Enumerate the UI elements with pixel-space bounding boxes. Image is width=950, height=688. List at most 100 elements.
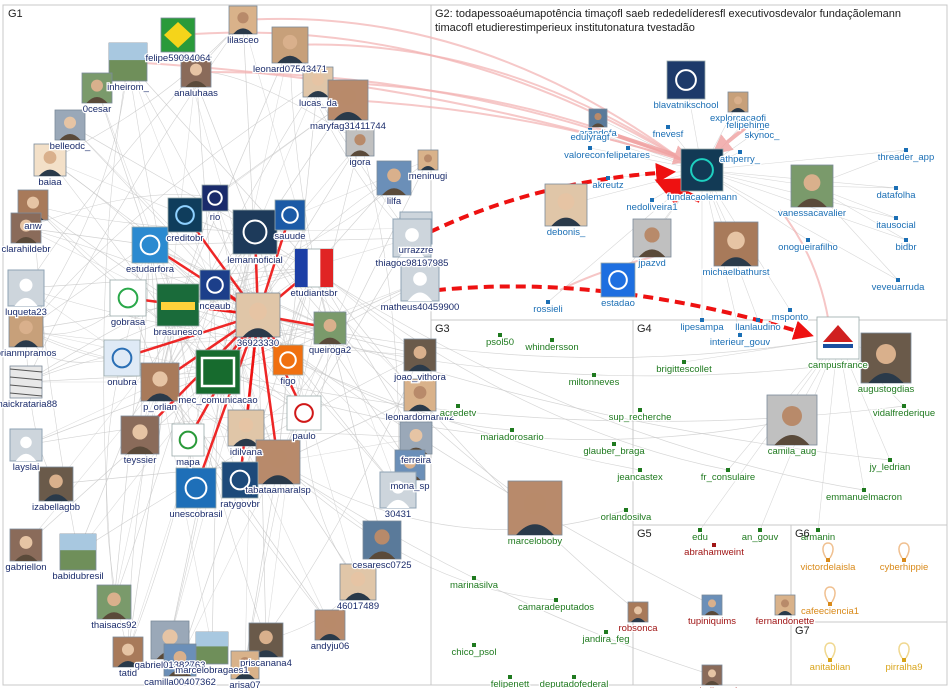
node-leonard07543471[interactable] — [271, 26, 309, 64]
node-lipesampa[interactable] — [700, 318, 704, 322]
node-sup-recherche[interactable] — [638, 408, 642, 412]
node-thiagoc98197985[interactable] — [392, 218, 432, 258]
node-akreutz[interactable] — [606, 176, 610, 180]
node-psol50[interactable] — [498, 333, 502, 337]
node-rio[interactable] — [201, 184, 229, 212]
node-jeancastex[interactable] — [638, 468, 642, 472]
node-jy-ledrian[interactable] — [888, 458, 892, 462]
node-gabriellon[interactable] — [9, 528, 43, 562]
node-lilasceo[interactable] — [228, 5, 258, 35]
node-felipe59094064[interactable] — [160, 17, 196, 53]
node-figo[interactable] — [272, 344, 304, 376]
node-estudarfora[interactable] — [131, 226, 169, 264]
node-acredetv[interactable] — [456, 404, 460, 408]
node-deputadofederal[interactable] — [572, 675, 576, 679]
node-armanin[interactable] — [816, 528, 820, 532]
node-marceloboby[interactable] — [507, 480, 563, 536]
node-lemannoficial[interactable] — [232, 209, 278, 255]
node-estadao[interactable] — [600, 262, 636, 298]
node-cyberhippie[interactable] — [902, 558, 906, 562]
node-queiroga2[interactable] — [313, 311, 347, 345]
node-paulo[interactable] — [286, 395, 322, 431]
node-interieur-gouv[interactable] — [738, 333, 742, 337]
node-camilla00407362[interactable] — [163, 643, 197, 677]
node-bidbr[interactable] — [904, 238, 908, 242]
node-andyju06[interactable] — [314, 609, 346, 641]
node-debonis[interactable] — [544, 183, 588, 227]
node-maickrataria88[interactable] — [9, 365, 43, 399]
node-itausocial[interactable] — [894, 216, 898, 220]
node-camaradeputados[interactable] — [554, 598, 558, 602]
node-felipetares[interactable] — [626, 146, 630, 150]
node-maryfag31411744[interactable] — [327, 79, 369, 121]
node-felipehime[interactable] — [746, 116, 750, 120]
node-victordelaisla[interactable] — [826, 558, 830, 562]
node-fr-consulaire[interactable] — [726, 468, 730, 472]
node-jpazvd[interactable] — [632, 218, 672, 258]
node-36923330[interactable] — [235, 292, 281, 338]
node-skynoc[interactable] — [760, 126, 764, 130]
node-veveuarruda[interactable] — [896, 278, 900, 282]
node-orlandosilva[interactable] — [624, 508, 628, 512]
node-whindersson[interactable] — [550, 338, 554, 342]
node-0cesar[interactable] — [81, 72, 113, 104]
node-teyssier[interactable] — [120, 415, 160, 455]
node-nedoliveira1[interactable] — [650, 198, 654, 202]
node-campusfrance[interactable] — [816, 316, 860, 360]
node-emmanuelmacron[interactable] — [862, 488, 866, 492]
node-miltonneves[interactable] — [592, 373, 596, 377]
node-babidubresil[interactable] — [59, 533, 97, 571]
node-blavatnikschool[interactable] — [666, 60, 706, 100]
node-creditobr[interactable] — [167, 197, 203, 233]
node-vanessacavalier[interactable] — [790, 164, 834, 208]
node-tatid[interactable] — [112, 636, 144, 668]
node-felipenett[interactable] — [508, 675, 512, 679]
node-pirralha9[interactable] — [902, 658, 906, 662]
node-rossieli[interactable] — [546, 300, 550, 304]
node-brianmpramos[interactable] — [8, 312, 44, 348]
node-robsonca[interactable] — [627, 601, 649, 623]
node-camila-aug[interactable] — [766, 394, 818, 446]
node-izabellagbb[interactable] — [38, 466, 74, 502]
node-layslai[interactable] — [9, 428, 43, 462]
node-mec-comunicacao[interactable] — [195, 349, 241, 395]
node-clarahildebr[interactable] — [10, 212, 42, 244]
node-jandira-feg[interactable] — [604, 630, 608, 634]
node-datafolha[interactable] — [894, 186, 898, 190]
node-mariadorosario[interactable] — [510, 428, 514, 432]
node-glauber-braga[interactable] — [612, 442, 616, 446]
node-unescobrasil[interactable] — [175, 467, 217, 509]
node-cafeeciencia1[interactable] — [828, 602, 832, 606]
node-explorcacaofi[interactable] — [727, 91, 749, 113]
node-athperry[interactable] — [738, 150, 742, 154]
node-abrahamweint[interactable] — [712, 543, 716, 547]
node-ratygovbr[interactable] — [221, 461, 259, 499]
node-edu[interactable] — [698, 528, 702, 532]
node-msponto[interactable] — [788, 308, 792, 312]
node-brasunesco[interactable] — [156, 283, 200, 327]
node-inheirom[interactable] — [108, 42, 148, 82]
node-vidalfrederique[interactable] — [902, 404, 906, 408]
node-sauude[interactable] — [274, 199, 306, 231]
node-arisa07[interactable] — [230, 650, 260, 680]
node-analuhaas[interactable] — [180, 56, 212, 88]
node-ferreira[interactable] — [399, 421, 433, 455]
node-onogueirafilho[interactable] — [806, 238, 810, 242]
node-marcelobragaes1[interactable] — [195, 631, 229, 665]
node-46017489[interactable] — [339, 563, 377, 601]
node-cesaresc0725[interactable] — [362, 520, 402, 560]
node-30431[interactable] — [379, 471, 417, 509]
node-tupiniquims[interactable] — [701, 594, 723, 616]
node-nceaub[interactable] — [199, 269, 231, 301]
node-anitablian[interactable] — [828, 658, 832, 662]
node-llanlaudino[interactable] — [756, 318, 760, 322]
node-thaisacs92[interactable] — [96, 584, 132, 620]
node-p-orlian[interactable] — [140, 362, 180, 402]
node-erandofa[interactable] — [588, 108, 608, 128]
node-igora[interactable] — [345, 127, 375, 157]
node-meninugi[interactable] — [417, 149, 439, 171]
node-michaelbathurst[interactable] — [713, 221, 759, 267]
node-matheus40459900[interactable] — [400, 262, 440, 302]
node-joao-vithora[interactable] — [403, 338, 437, 372]
node-leonardomarinf2[interactable] — [403, 378, 437, 412]
